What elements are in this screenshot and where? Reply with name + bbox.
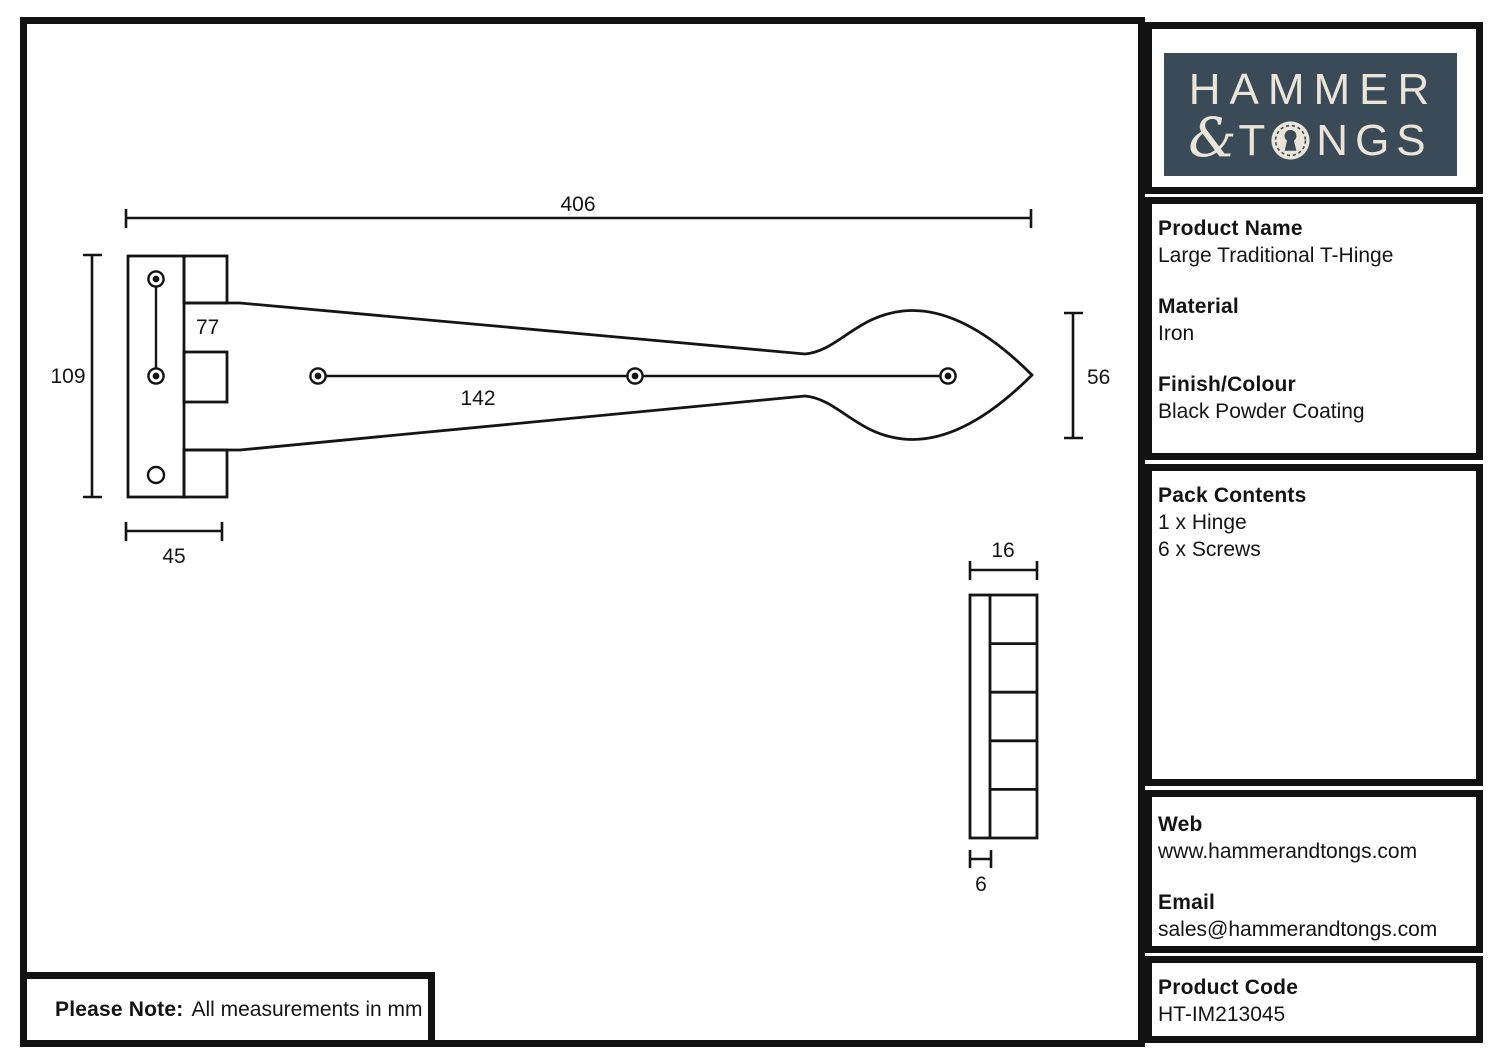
dim-thickness <box>968 850 993 868</box>
dim-overall-length <box>124 209 1033 228</box>
finish-group: Finish/Colour Black Powder Coating <box>1158 371 1466 425</box>
note-text: All measurements in mm <box>191 997 423 1021</box>
material-group: Material Iron <box>1158 293 1466 347</box>
dim-label-height: 109 <box>50 365 85 388</box>
web-label: Web <box>1158 813 1203 836</box>
product-name-label: Product Name <box>1158 217 1303 240</box>
measurement-note: Please Note: All measurements in mm <box>20 972 435 1047</box>
ampersand: & <box>1188 105 1237 169</box>
product-code-label: Product Code <box>1158 976 1299 999</box>
dim-label-length: 406 <box>560 193 595 216</box>
dim-label-thickness: 6 <box>975 873 987 896</box>
product-name-group: Product Name Large Traditional T-Hinge <box>1158 215 1466 269</box>
dim-label-strap-hole-spacing: 142 <box>460 387 495 410</box>
finish-value: Black Powder Coating <box>1158 400 1365 423</box>
dim-label-side-width: 16 <box>991 539 1014 562</box>
pack-contents-panel: Pack Contents 1 x Hinge 6 x Screws <box>1145 464 1483 786</box>
dim-label-plate-width: 45 <box>162 545 185 568</box>
dim-label-finial-height: 56 <box>1087 366 1110 389</box>
knuckle-bottom <box>182 448 229 499</box>
email-group: Email sales@hammerandtongs.com <box>1158 889 1466 943</box>
material-label: Material <box>1158 295 1239 318</box>
plate-hole-bottom <box>146 465 166 485</box>
email-label: Email <box>1158 891 1216 914</box>
contact-panel: Web www.hammerandtongs.com Email sales@h… <box>1145 790 1483 953</box>
product-code-panel: Product Code HT-IM213045 <box>1145 956 1483 1043</box>
finish-label: Finish/Colour <box>1158 373 1296 396</box>
material-value: Iron <box>1158 322 1195 345</box>
hinge-front-view <box>126 254 1034 499</box>
product-details-panel: Product Name Large Traditional T-Hinge M… <box>1145 197 1483 460</box>
dim-plate-height <box>83 253 102 499</box>
product-name-value: Large Traditional T-Hinge <box>1158 244 1394 267</box>
knuckle-top <box>182 254 229 305</box>
note-label: Please Note: <box>55 997 184 1021</box>
brand-logo: HAMMER & T NGS <box>1164 53 1457 176</box>
hinge-side-view <box>968 593 1039 840</box>
dim-label-plate-hole-spacing: 77 <box>196 316 219 339</box>
knuckle-middle <box>182 350 229 404</box>
dim-plate-width <box>124 522 224 541</box>
dim-finial-height <box>1064 311 1083 440</box>
web-value: www.hammerandtongs.com <box>1158 840 1418 863</box>
brand-word-tongs: & T NGS <box>1188 105 1433 169</box>
dim-side-width <box>968 561 1039 580</box>
logo-panel: HAMMER & T NGS <box>1145 22 1483 194</box>
web-group: Web www.hammerandtongs.com <box>1158 811 1466 865</box>
brand-word-hammer: HAMMER <box>1188 64 1439 114</box>
screw-hole-centers <box>152 275 952 380</box>
strap-outline <box>184 301 1034 452</box>
screw-holes <box>146 270 957 485</box>
pack-item: 6 x Screws <box>1158 538 1261 561</box>
keyhole-icon <box>1271 121 1310 160</box>
product-code-value: HT-IM213045 <box>1158 1003 1286 1026</box>
pack-contents-label: Pack Contents <box>1158 484 1307 507</box>
email-value: sales@hammerandtongs.com <box>1158 918 1438 941</box>
pack-item: 1 x Hinge <box>1158 511 1247 534</box>
